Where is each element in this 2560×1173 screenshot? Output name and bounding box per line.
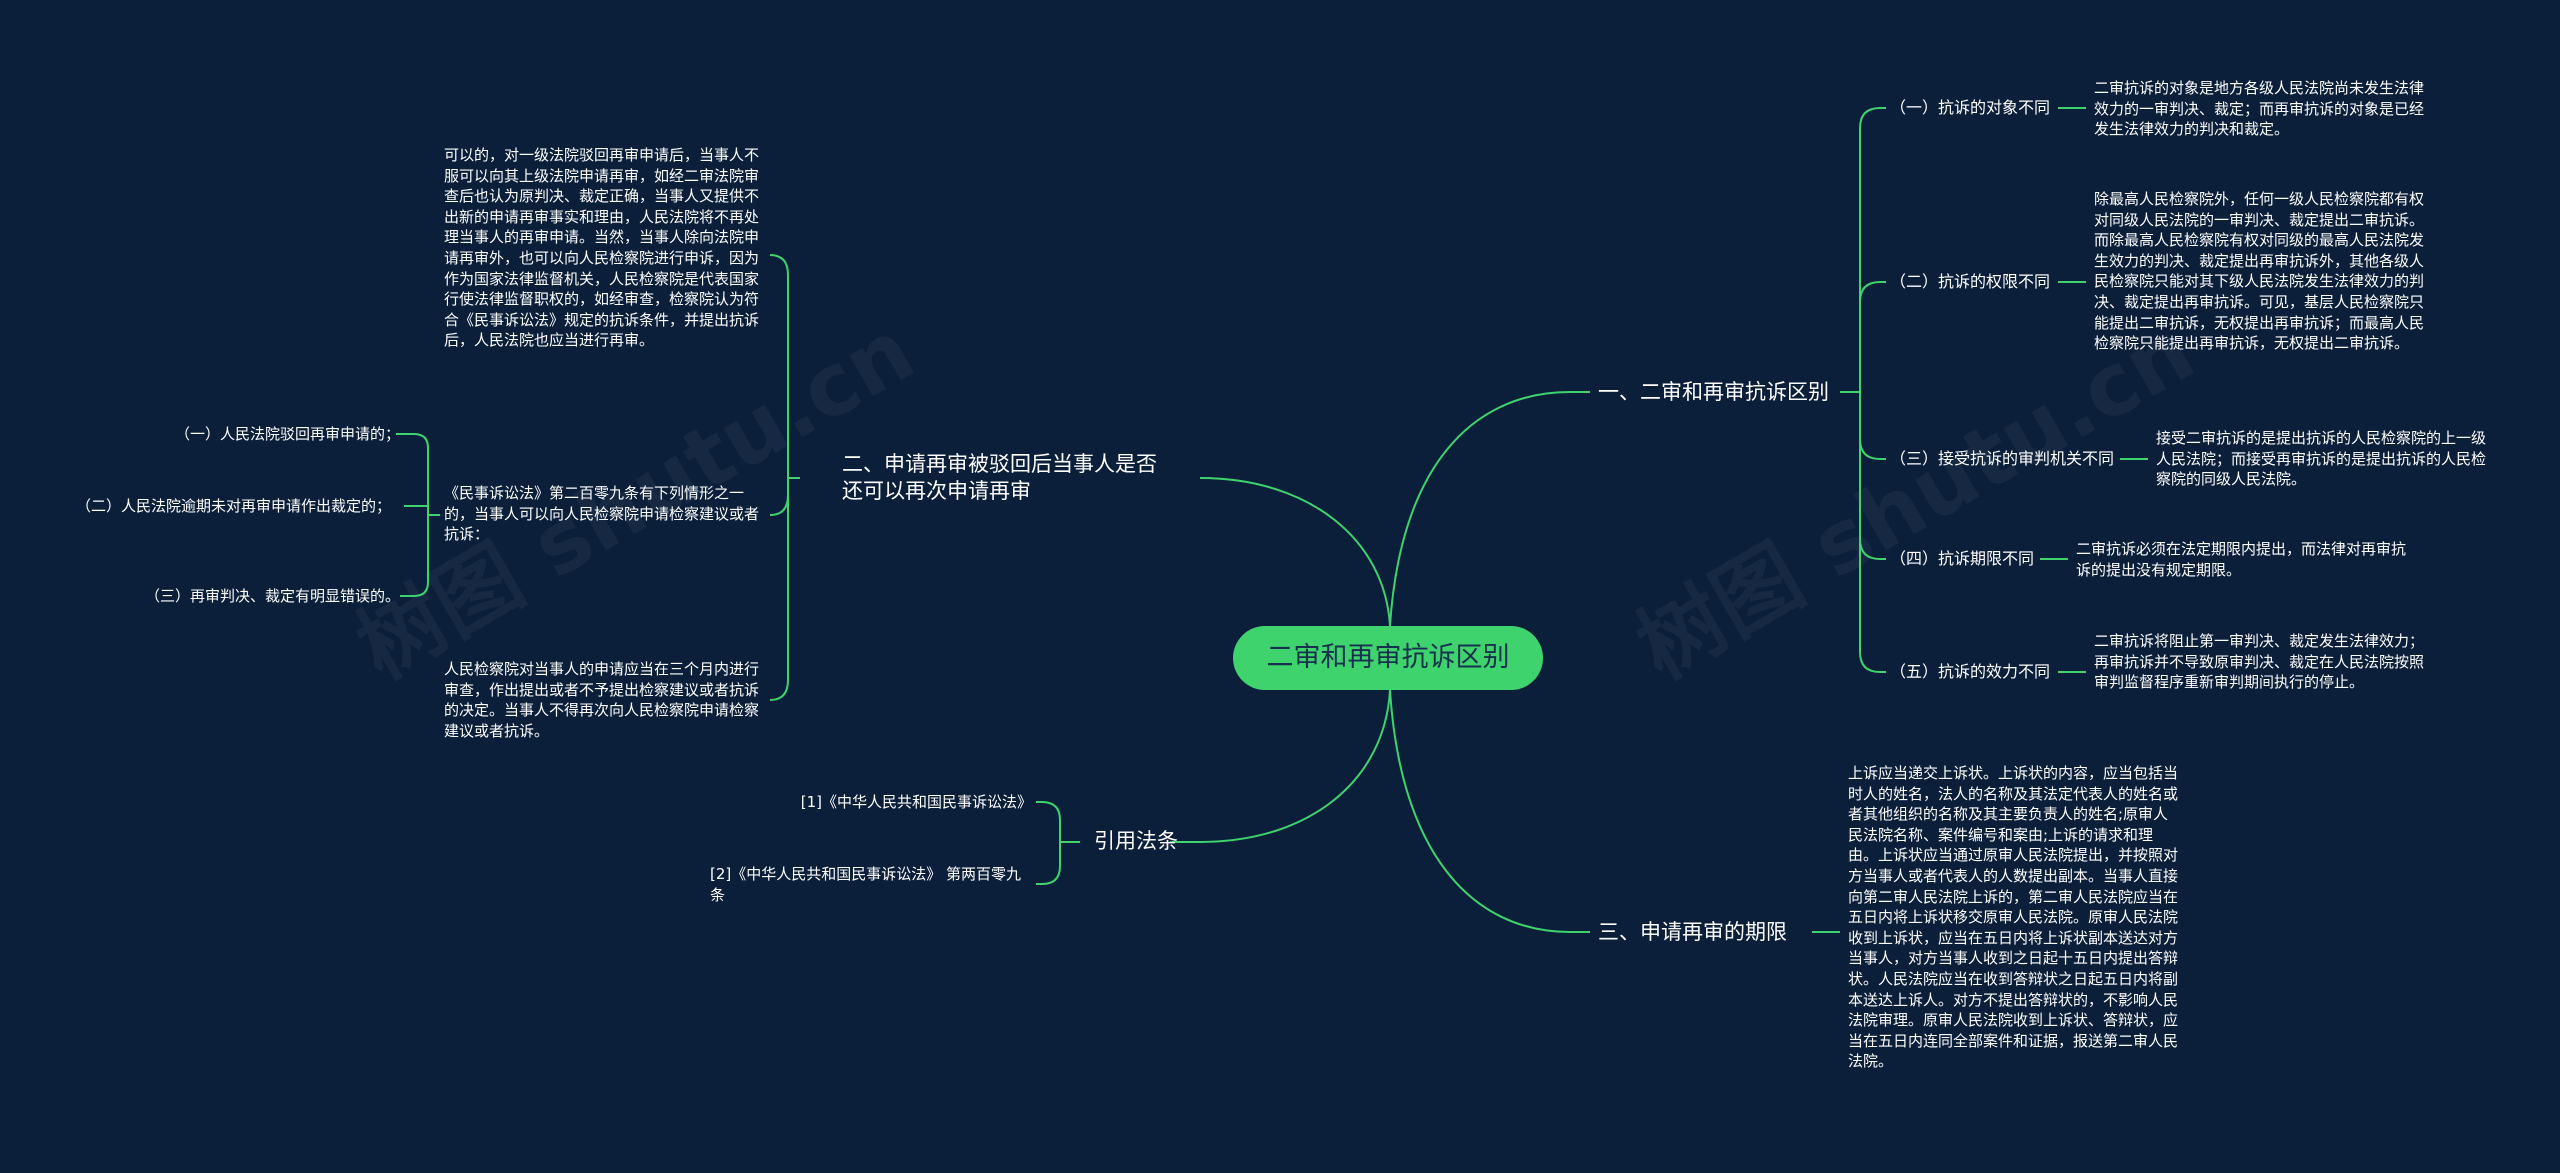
link-root-branch3 bbox=[1389, 689, 1590, 933]
link-branch2-mid bbox=[769, 478, 789, 516]
link-branch1-item2 bbox=[1859, 281, 1886, 392]
link-branch4-item1 bbox=[1036, 801, 1061, 842]
branch1-item4-text: 二审抗诉必须在法定期限内提出，而法律对再审抗诉的提出没有规定期限。 bbox=[2076, 540, 2407, 579]
branch1-item5-text: 二审抗诉将阻止第一审判决、裁定发生法律效力；再审抗诉并不导致原审判决、裁定在人民… bbox=[2094, 632, 2425, 692]
link-branch1-item5 bbox=[1859, 392, 1886, 673]
branch1-item3-label[interactable]: （三）接受抗诉的审判机关不同 bbox=[1890, 449, 2115, 468]
branch3-label[interactable]: 三、申请再审的期限 bbox=[1598, 920, 1787, 944]
link-mid-item3 bbox=[400, 515, 429, 597]
branch1-label[interactable]: 一、二审和再审抗诉区别 bbox=[1598, 380, 1829, 404]
link-mid-item2 bbox=[404, 505, 429, 515]
mid-item3: （三）再审判决、裁定有明显错误的。 bbox=[144, 587, 400, 605]
link-branch1-item3 bbox=[1859, 392, 1886, 460]
branch2-label-line1[interactable]: 二、申请再审被驳回后当事人是否 bbox=[842, 452, 1157, 476]
link-branch2-top bbox=[769, 254, 789, 478]
mid-item1: （一）人民法院驳回再审申请的； bbox=[174, 425, 400, 443]
link-mid-item1 bbox=[396, 433, 429, 515]
branch1-item5-label[interactable]: （五）抗诉的效力不同 bbox=[1890, 662, 2051, 681]
link-branch2-bottom bbox=[769, 478, 789, 701]
branch1-item2-label[interactable]: （二）抗诉的权限不同 bbox=[1890, 272, 2051, 291]
link-root-branch1 bbox=[1389, 391, 1590, 627]
branch1-item2-text: 除最高人民检察院外，任何一级人民检察院都有权对同级人民法院的一审判决、裁定提出二… bbox=[2094, 190, 2425, 353]
branch2-label-line2[interactable]: 还可以再次申请再审 bbox=[842, 479, 1031, 503]
branch3-text: 上诉应当递交上诉状。上诉状的内容，应当包括当时人的姓名，法人的名称及其法定代表人… bbox=[1848, 764, 2179, 1071]
branch1-item1-text: 二审抗诉的对象是地方各级人民法院尚未发生法律效力的一审判决、裁定；而再审抗诉的对… bbox=[2094, 79, 2425, 139]
branch4-item2: [2]《中华人民共和国民事诉讼法》 第两百零九条 bbox=[710, 865, 1022, 904]
branch4-label[interactable]: 引用法条 bbox=[1094, 829, 1178, 853]
link-root-branch2 bbox=[1199, 477, 1391, 627]
root-node[interactable]: 二审和再审抗诉区别 bbox=[1233, 626, 1543, 690]
link-root-branch4 bbox=[1170, 689, 1391, 843]
branch2-mid-text: 《民事诉讼法》第二百零九条有下列情形之一的，当事人可以向人民检察院申请检察建议或… bbox=[444, 484, 760, 544]
link-branch4-item2 bbox=[1036, 842, 1061, 885]
link-branch1-item1 bbox=[1859, 107, 1886, 392]
branch2-top-text: 可以的，对一级法院驳回再审申请后，当事人不服可以向其上级法院申请再审，如经二审法… bbox=[444, 146, 760, 350]
branch4-item1: [1]《中华人民共和国民事诉讼法》 bbox=[800, 793, 1032, 811]
link-branch1-item4 bbox=[1859, 392, 1886, 560]
branch1-item4-label[interactable]: （四）抗诉期限不同 bbox=[1890, 549, 2035, 568]
branch2-bottom-text: 人民检察院对当事人的申请应当在三个月内进行审查，作出提出或者不予提出检察建议或者… bbox=[444, 660, 760, 740]
branch1-item3-text: 接受二审抗诉的是提出抗诉的人民检察院的上一级人民法院；而接受再审抗诉的是提出抗诉… bbox=[2156, 429, 2487, 489]
branch1-item1-label[interactable]: （一）抗诉的对象不同 bbox=[1890, 98, 2051, 117]
mid-item2: （二）人民法院逾期未对再审申请作出裁定的； bbox=[76, 497, 392, 515]
